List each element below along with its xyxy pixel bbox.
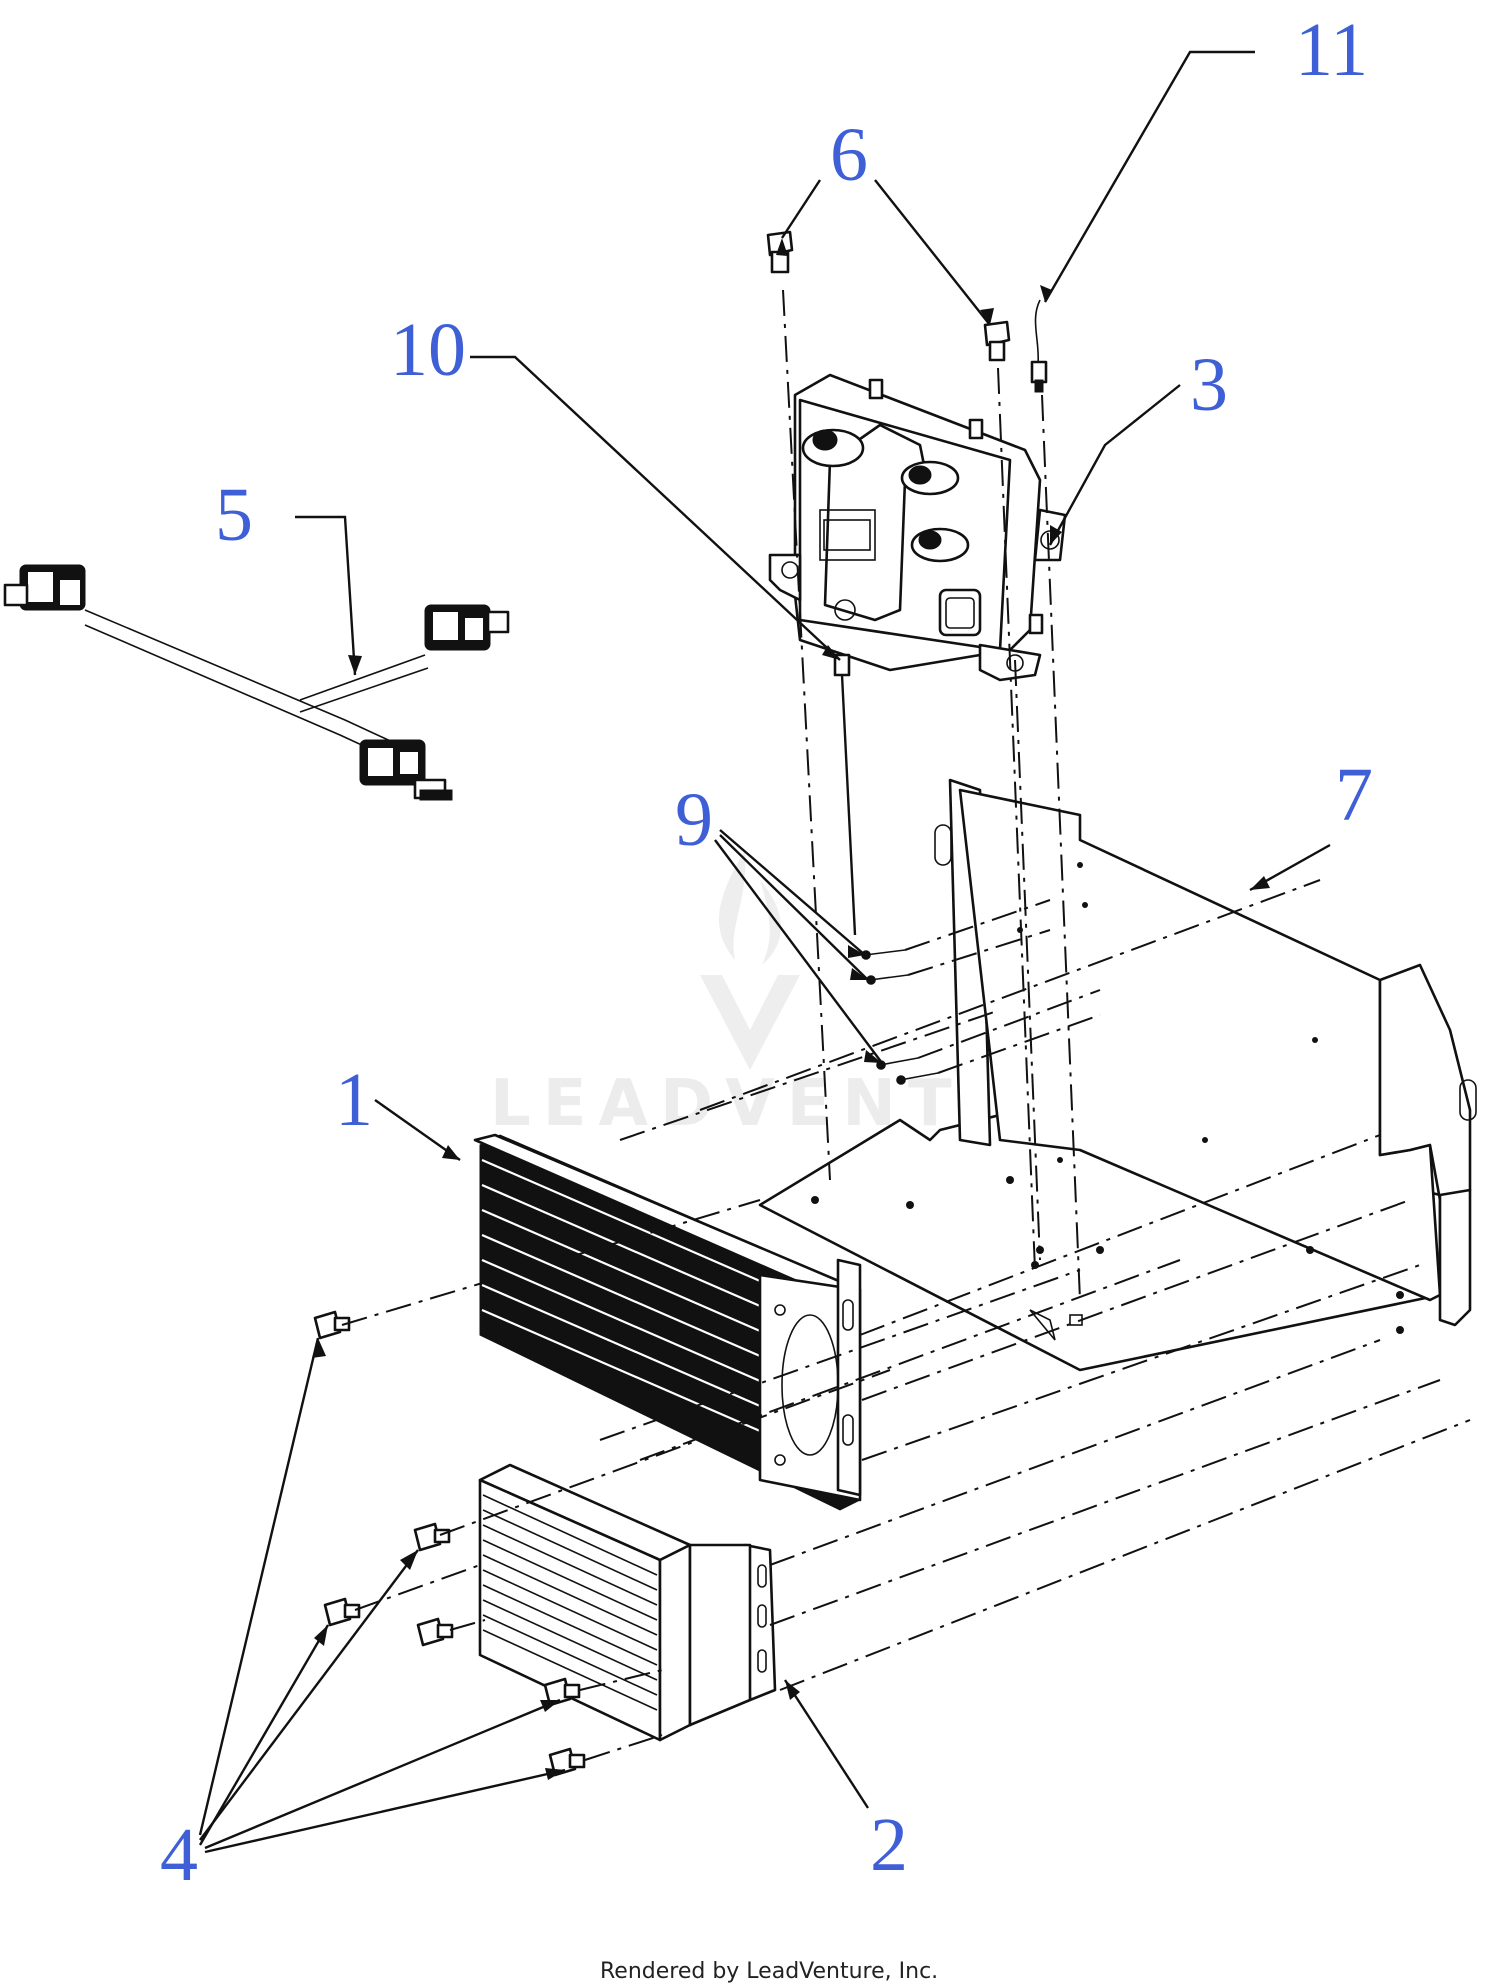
bolt-4c: [323, 1597, 361, 1627]
screw-6a: [766, 230, 794, 274]
callout-2: 2: [870, 1803, 908, 1887]
screws-part-9: [861, 949, 939, 1085]
callout-7: 7: [1335, 753, 1373, 837]
callout-10: 10: [390, 308, 466, 392]
bolt-4d: [416, 1617, 454, 1647]
watermark-flame-icon: [718, 850, 781, 965]
bolt-4a: [313, 1310, 351, 1340]
cable-tie-part-10: [833, 653, 857, 936]
harness-connector-bottom: [359, 739, 453, 801]
callout-3: 3: [1190, 343, 1228, 427]
screws-part-6: [766, 230, 1011, 362]
harness-connector-right: [424, 604, 510, 651]
bracket-part-7: [758, 778, 1477, 1372]
sensor-part-11: [1030, 299, 1048, 393]
bolt-4b: [413, 1522, 451, 1552]
harness-connector-left: [3, 564, 86, 611]
screw-6b: [983, 320, 1011, 362]
module-part-3: [768, 373, 1067, 682]
harness-part-5: [3, 564, 510, 801]
callout-1: 1: [335, 1058, 373, 1142]
bolt-4e: [543, 1677, 581, 1707]
footer-credit: Rendered by LeadVenture, Inc.: [600, 1959, 938, 1984]
leader-lines: [198, 50, 1331, 1854]
bolts-part-4: [313, 1310, 586, 1777]
callout-6: 6: [830, 113, 868, 197]
bolt-4f: [548, 1747, 586, 1777]
callout-11: 11: [1295, 8, 1368, 92]
watermark-v-icon: [700, 975, 800, 1070]
callout-4: 4: [160, 1813, 198, 1897]
callout-numbers: 1 2 3 4 5 6 7 9 10 11: [160, 8, 1373, 1897]
callout-5: 5: [215, 473, 253, 557]
callout-9: 9: [675, 778, 713, 862]
controller-part-2: [478, 1463, 777, 1742]
phantom-lines: [341, 289, 1471, 1761]
